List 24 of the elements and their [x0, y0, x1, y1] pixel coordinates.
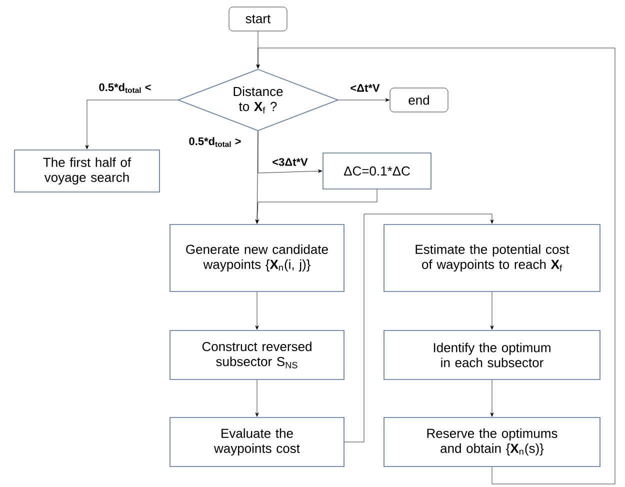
arrow	[85, 100, 178, 150]
edge-label: 0.5*d$_{total}$ <	[98, 82, 152, 94]
arrow	[338, 98, 390, 102]
terminal-box: end	[390, 88, 448, 112]
process-box: The first half of voyage search	[14, 150, 160, 192]
process-box: Reserve the optimums and obtain {X$_{n}$(s)}	[384, 417, 600, 467]
edge-label: <Δt*V	[349, 83, 381, 93]
arrow	[255, 292, 259, 330]
process-box: Evaluate the waypoints cost	[170, 417, 344, 467]
arrow	[258, 130, 322, 174]
arrow	[256, 48, 616, 484]
process-box: Generate new candidate waypoints {X$_{n}$(i, j)}	[170, 224, 344, 292]
arrow	[490, 380, 494, 417]
edge-label: <3Δt*V	[271, 157, 309, 167]
process-box: Estimate the potential cost of waypoints to reach X$_{f}$	[384, 224, 600, 292]
process-box: ΔC=0.1*ΔC	[322, 152, 432, 190]
process-box: Identify the optimum in each subsector	[384, 330, 600, 380]
arrow	[344, 214, 494, 442]
arrow	[255, 380, 259, 417]
arrow	[255, 189, 378, 224]
process-box: Construct reversed subsector S$_{NS}$	[170, 330, 344, 380]
arrow	[490, 292, 494, 330]
terminal-box: start	[228, 6, 288, 32]
edge-label: 0.5*d$_{total}$ >	[188, 136, 242, 148]
